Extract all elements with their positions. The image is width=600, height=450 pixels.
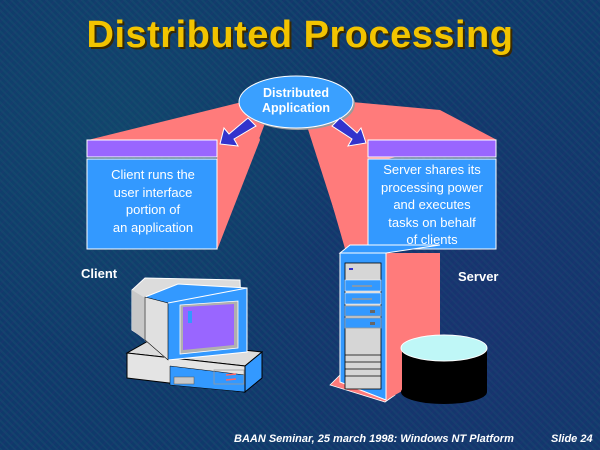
server-label: Server [458, 269, 499, 284]
distributed-application-label: Distributed Application [237, 86, 355, 116]
slide-title: Distributed Processing [86, 14, 514, 56]
client-description-text: Client runs the user interface portion o… [88, 166, 218, 236]
desktop-computer-icon[interactable] [125, 277, 264, 394]
disk-cylinder-icon[interactable] [400, 334, 488, 404]
arrow-down-right-icon [331, 117, 367, 147]
slide-number: Slide 24 [551, 433, 593, 445]
server-text-line: and executes [393, 197, 471, 212]
client-label: Client [81, 266, 118, 281]
server-description-box [367, 139, 497, 250]
app-label-line1: Distributed [263, 86, 329, 100]
footer-text: BAAN Seminar, 25 march 1998: Windows NT … [234, 433, 514, 445]
tower-server-icon[interactable] [329, 244, 441, 403]
server-text-line: processing power [381, 179, 483, 195]
client-text-line: an application [112, 219, 194, 235]
server-text-line: of clients [406, 232, 458, 247]
app-label-line2: Application [261, 101, 331, 115]
server-description-text: Server shares its processing power and e… [369, 161, 495, 249]
distributed-application-node[interactable] [238, 75, 355, 130]
client-text-line: user interface [113, 184, 193, 200]
client-description-box [86, 139, 218, 250]
arrow-down-left-icon [219, 117, 257, 147]
server-text-line: Server shares its [383, 162, 481, 177]
client-text-line: portion of [125, 202, 181, 217]
server-text-line: tasks on behalf [388, 214, 476, 230]
client-text-line: Client runs the [111, 167, 195, 182]
